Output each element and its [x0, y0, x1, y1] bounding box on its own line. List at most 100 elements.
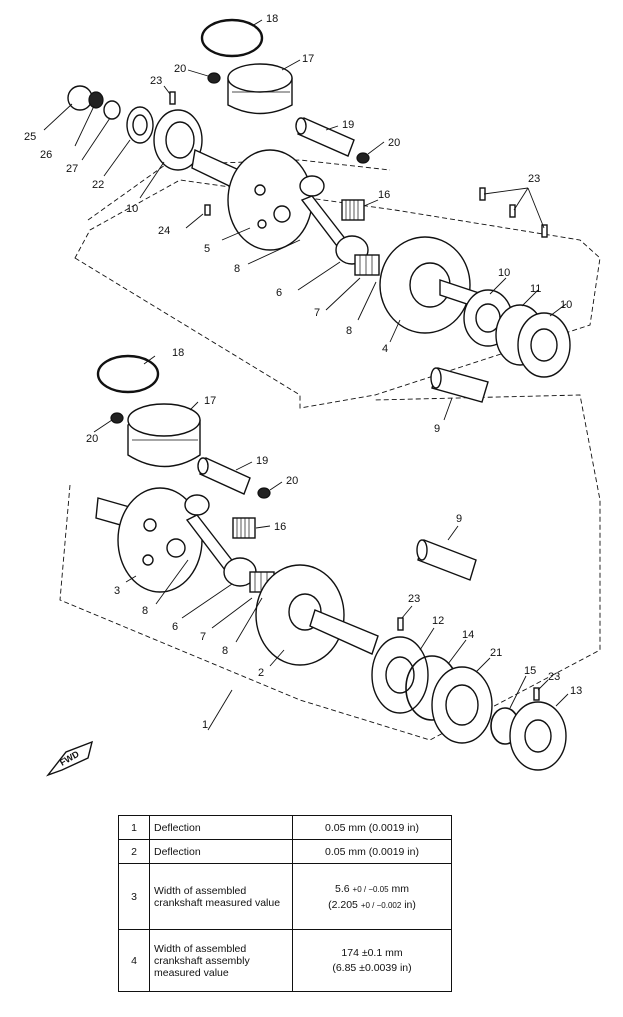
callout-5: 5 — [204, 243, 210, 255]
callout-11: 11 — [530, 283, 541, 295]
table-row: 2 Deflection 0.05 mm (0.0019 in) — [118, 839, 452, 864]
value-unit: mm — [391, 882, 409, 895]
callout-23-lower-right: 23 — [548, 671, 560, 683]
connecting-rod-upper — [299, 175, 369, 265]
dowel-pin-lower-1 — [397, 617, 404, 631]
callout-10-upper-right-b: 10 — [560, 299, 572, 311]
spec-table: 1 Deflection 0.05 mm (0.0019 in) 2 Defle… — [118, 815, 452, 992]
callout-3: 3 — [114, 585, 120, 597]
callout-20-lower-left: 20 — [86, 433, 98, 445]
piston-lower — [127, 403, 201, 468]
table-row: 3 Width of assembled crankshaft measured… — [118, 863, 452, 930]
row-item: Width of assembled crankshaft assembly m… — [149, 929, 293, 992]
callout-24: 24 — [158, 225, 170, 237]
value-inch-unit: in) — [404, 898, 416, 911]
piston-ring-upper — [200, 18, 264, 58]
callout-19-lower: 19 — [256, 455, 268, 467]
callout-23-lower-left: 23 — [408, 593, 420, 605]
circlip-lower-left — [110, 412, 124, 424]
callout-7-lower: 7 — [200, 631, 206, 643]
bearing-left — [153, 109, 203, 171]
callout-27: 27 — [66, 163, 78, 175]
callout-8-upper-a: 8 — [234, 263, 240, 275]
dowel-pin-24 — [204, 204, 211, 216]
callout-14: 14 — [462, 629, 474, 641]
callout-labels: 18 17 20 19 20 23 25 26 27 22 10 24 5 8 … — [24, 13, 582, 731]
crankshaft-exploded-diagram: FWD — [24, 13, 601, 777]
callout-10-upper-left: 10 — [126, 203, 138, 215]
table-row: 1 Deflection 0.05 mm (0.0019 in) — [118, 815, 452, 840]
callout-22: 22 — [92, 179, 104, 191]
callout-20-upper-right: 20 — [388, 137, 400, 149]
row-value: 0.05 mm (0.0019 in) — [292, 839, 452, 864]
value-inch: (2.205 — [328, 898, 358, 911]
piston-pin-upper — [295, 117, 355, 157]
row-value: 174 ±0.1 mm (6.85 ±0.0039 in) — [292, 929, 452, 992]
crank-wheel-upper-right — [379, 236, 486, 334]
callout-9-upper: 9 — [434, 423, 440, 435]
value-tolerance: +0 / −0.05 — [352, 884, 389, 894]
callout-7-upper: 7 — [314, 307, 320, 319]
needle-bearing-lower — [232, 517, 256, 539]
callout-23-upper-right: 23 — [528, 173, 540, 185]
value-line-1: 174 ±0.1 mm — [341, 947, 403, 959]
callout-17-upper: 17 — [302, 53, 314, 65]
callout-12: 12 — [432, 615, 444, 627]
row-value: 5.6 +0 / −0.05 mm (2.205 +0 / −0.002 in) — [292, 863, 452, 930]
callout-10-upper-right-a: 10 — [498, 267, 510, 279]
value-line-2: (6.85 ±0.0039 in) — [332, 962, 412, 974]
row-value: 0.05 mm (0.0019 in) — [292, 815, 452, 840]
needle-bearing-upper — [341, 199, 365, 221]
callout-20-lower-right: 20 — [286, 475, 298, 487]
callout-8-lower-b: 8 — [222, 645, 228, 657]
crank-wheel-upper-left — [191, 148, 313, 251]
fwd-arrow-icon: FWD — [45, 740, 94, 777]
callout-13: 13 — [570, 685, 582, 697]
dowel-pin-right-2 — [509, 204, 516, 218]
crank-wheel-lower-left — [95, 487, 203, 593]
top-crank-outline — [87, 159, 391, 221]
circlip-upper-left — [207, 72, 221, 84]
callout-1: 1 — [202, 719, 208, 731]
callout-9-lower: 9 — [456, 513, 462, 525]
bearing-group-right — [463, 289, 571, 378]
dowel-pin-left — [169, 91, 176, 105]
crank-seal-stack — [67, 85, 154, 144]
leader-lines — [43, 19, 569, 731]
row-number: 4 — [118, 929, 150, 992]
callout-16-upper: 16 — [378, 189, 390, 201]
callout-25: 25 — [24, 131, 36, 143]
piston-pin-lower — [197, 457, 251, 495]
callout-6-lower: 6 — [172, 621, 178, 633]
callout-4: 4 — [382, 343, 388, 355]
row-item: Deflection — [149, 839, 293, 864]
callout-18-upper: 18 — [266, 13, 278, 25]
crank-wheel-lower-right — [255, 564, 379, 666]
callout-16-lower: 16 — [274, 521, 286, 533]
callout-20-upper-left: 20 — [174, 63, 186, 75]
upper-assembly-outline — [74, 179, 601, 409]
bearing-seal-group-lower — [371, 636, 567, 771]
crank-pin-lower — [416, 539, 477, 581]
circlip-lower-right — [257, 487, 271, 499]
row-number: 3 — [118, 863, 150, 930]
row-number: 2 — [118, 839, 150, 864]
callout-2: 2 — [258, 667, 264, 679]
row-item: Width of assembled crankshaft measured v… — [149, 863, 293, 930]
crank-pin-bearing-upper — [354, 254, 380, 276]
circlip-upper-right — [356, 152, 370, 164]
value-inch-tolerance: +0 / −0.002 — [360, 900, 402, 910]
piston-ring-lower — [96, 354, 160, 394]
callout-8-lower-a: 8 — [142, 605, 148, 617]
callout-18-lower: 18 — [172, 347, 184, 359]
callout-8-upper-b: 8 — [346, 325, 352, 337]
value-main: 5.6 — [335, 882, 350, 895]
row-item: Deflection — [149, 815, 293, 840]
piston-upper — [227, 63, 293, 115]
callout-15: 15 — [524, 665, 536, 677]
callout-21: 21 — [490, 647, 502, 659]
dowel-pin-lower-2 — [533, 687, 540, 701]
callout-26: 26 — [40, 149, 52, 161]
callout-23-upper-left: 23 — [150, 75, 162, 87]
table-row: 4 Width of assembled crankshaft assembly… — [118, 929, 452, 992]
